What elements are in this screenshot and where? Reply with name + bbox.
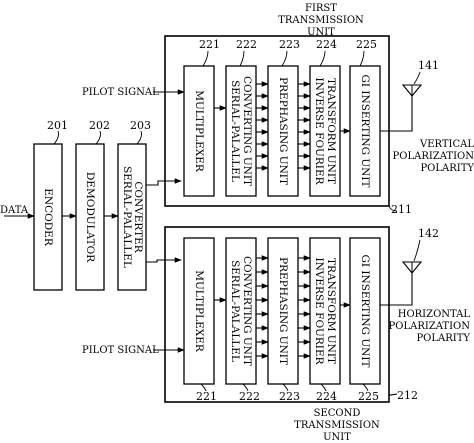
first-output-line xyxy=(380,96,413,132)
second-unit-ref: 212 xyxy=(397,389,418,402)
second-output-line xyxy=(380,273,413,306)
converter-label-line1: SERIAL-PALALLEL xyxy=(121,166,133,268)
first-prephasing-ref: 223 xyxy=(279,38,300,51)
second-gi-block xyxy=(349,237,381,385)
vertical-polarization-line3: POLARITY xyxy=(420,163,474,174)
encoder-label: ENCODER xyxy=(42,188,54,247)
first-antenna-ref: 141 xyxy=(418,59,439,72)
second-spc-block xyxy=(225,237,257,385)
second-prephasing-ref-lead xyxy=(282,383,289,392)
second-antenna-ref: 142 xyxy=(418,227,439,240)
second-transmission-unit-frame xyxy=(164,226,390,403)
first-ift-label-line1: INVERSE FOURIER xyxy=(313,77,325,185)
second-spc-ref: 222 xyxy=(239,390,260,403)
first-unit-caption-line1: FIRST xyxy=(305,3,337,14)
first-gi-block xyxy=(349,65,381,197)
horizontal-polarization-line2: POLARIZATION xyxy=(389,321,471,332)
second-gi-label: GI INSERTING UNIT xyxy=(359,254,371,367)
first-unit-caption-line2: TRANSMISSION xyxy=(278,15,364,26)
demodulator-label: DEMODULATOR xyxy=(84,172,96,263)
first-prephasing-ref-lead xyxy=(281,50,288,67)
second-spc-label-line2: CONVERTING UNIT xyxy=(241,256,253,366)
second-unit-caption-line3: UNIT xyxy=(323,432,351,443)
first-ift-label-line2: TRANSFORM UNIT xyxy=(325,78,337,184)
vertical-polarization-line2: POLARIZATION xyxy=(393,151,474,162)
first-spc-label-line1: SERIAL-PALALLEL xyxy=(229,80,241,182)
second-spc-to-prephasing-arrows xyxy=(256,255,269,359)
second-multiplexer-block xyxy=(183,237,215,385)
second-multiplexer-ref-lead xyxy=(200,383,207,392)
second-prephasing-to-ift-arrows xyxy=(298,255,311,359)
first-unit-ref: 211 xyxy=(391,203,412,216)
second-multiplexer-ref: 221 xyxy=(196,390,217,403)
second-spc-label-line1: SERIAL-PALALLEL xyxy=(229,260,241,362)
encoder-ref: 201 xyxy=(47,119,68,132)
second-prephasing-ref: 223 xyxy=(279,390,300,403)
first-gi-label: GI INSERTING UNIT xyxy=(359,74,371,187)
second-gi-ref: 225 xyxy=(358,390,379,403)
second-unit-caption-line2: TRANSMISSION xyxy=(294,420,380,431)
second-unit-ref-lead xyxy=(388,393,398,396)
first-unit-caption-line3: UNIT xyxy=(307,27,335,38)
first-spc-block xyxy=(225,65,257,197)
second-prephasing-label: PREPHASING UNIT xyxy=(277,257,289,365)
first-antenna-icon xyxy=(401,84,423,97)
encoder-block xyxy=(33,143,63,291)
first-gi-ref: 225 xyxy=(356,38,377,51)
first-multiplexer-ref-lead xyxy=(202,50,209,67)
converter-to-first-unit-arrow xyxy=(146,178,182,186)
first-unit-ref-lead xyxy=(388,205,398,212)
horizontal-polarization-line3: POLARITY xyxy=(416,333,470,344)
horizontal-polarization-line1: HORIZONTAL xyxy=(398,309,471,320)
converter-ref-lead xyxy=(136,130,142,145)
second-antenna-icon xyxy=(401,261,423,274)
converter-ref: 203 xyxy=(130,119,151,132)
second-ift-ref-lead xyxy=(320,383,327,392)
second-antenna-ref-lead xyxy=(413,239,421,262)
second-ift-block xyxy=(309,237,341,385)
first-spc-ref-lead xyxy=(239,50,245,67)
first-ift-ref: 224 xyxy=(316,38,337,51)
encoder-ref-lead xyxy=(53,130,59,145)
converter-to-second-unit-arrow xyxy=(146,257,182,263)
first-prephasing-to-ift-arrows xyxy=(298,81,311,171)
demodulator-block xyxy=(75,143,105,291)
first-transmission-unit-frame xyxy=(164,35,390,207)
second-ift-label-line1: INVERSE FOURIER xyxy=(313,257,325,365)
second-pilot-label: PILOT SIGNAL xyxy=(82,345,159,356)
converter-label-line2: CONVERTER xyxy=(132,181,144,253)
second-unit-caption-line1: SECOND xyxy=(314,408,361,419)
first-multiplexer-block xyxy=(183,65,215,197)
second-gi-ref-lead xyxy=(362,383,369,392)
second-multiplexer-label: MULTIPLEXER xyxy=(193,270,205,353)
demodulator-ref-lead xyxy=(95,130,101,145)
data-input-label: DATA xyxy=(0,205,29,216)
first-spc-to-prephasing-arrows xyxy=(256,81,269,171)
first-prephasing-label: PREPHASING UNIT xyxy=(277,77,289,185)
vertical-polarization-line1: VERTICAL xyxy=(419,139,474,150)
first-spc-ref: 222 xyxy=(236,38,257,51)
serial-palallel-converter-block xyxy=(117,143,147,291)
first-gi-ref-lead xyxy=(359,50,365,67)
first-antenna-ref-lead xyxy=(413,71,421,85)
first-ift-ref-lead xyxy=(319,50,326,67)
first-multiplexer-ref: 221 xyxy=(199,38,220,51)
second-ift-ref: 224 xyxy=(316,390,337,403)
first-spc-label-line2: CONVERTING UNIT xyxy=(241,76,253,186)
second-spc-ref-lead xyxy=(242,383,249,392)
second-ift-label-line2: TRANSFORM UNIT xyxy=(325,258,337,364)
first-multiplexer-label: MULTIPLEXER xyxy=(193,90,205,173)
demodulator-ref: 202 xyxy=(89,119,110,132)
first-pilot-label: PILOT SIGNAL xyxy=(82,87,159,98)
